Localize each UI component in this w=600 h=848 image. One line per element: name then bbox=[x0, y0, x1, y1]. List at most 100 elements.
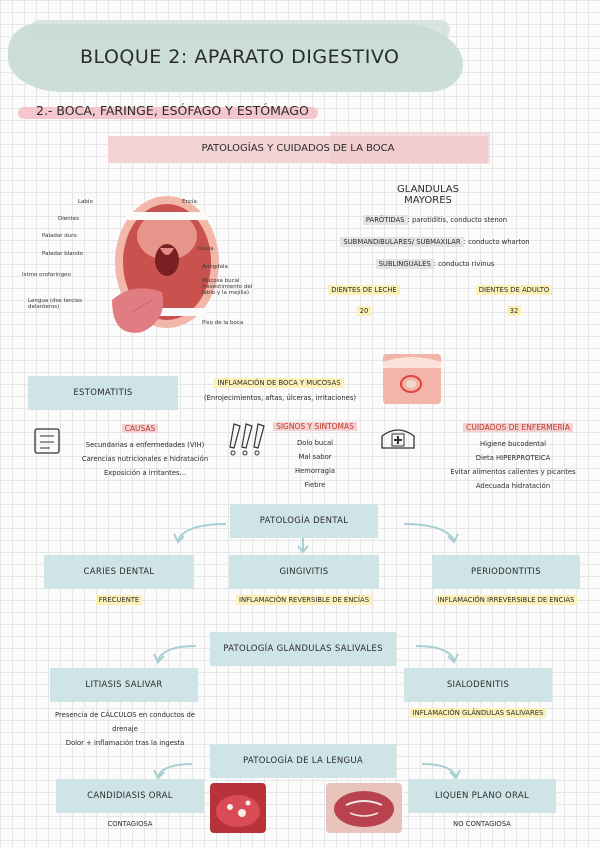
cuidado-item: Adecuada hidratación bbox=[475, 482, 551, 490]
dientes-adulto-value: 32 bbox=[502, 306, 526, 316]
estomatitis-photo bbox=[383, 354, 441, 404]
notebook-icon bbox=[34, 428, 60, 454]
litiasis-box: LITIASIS SALIVAR bbox=[50, 668, 198, 702]
glandula-sublinguales-name: SUBLINGUALES bbox=[375, 259, 434, 269]
estomatitis-box: ESTOMATITIS bbox=[28, 376, 178, 410]
caries-box: CARIES DENTAL bbox=[44, 555, 194, 589]
curved-arrow-icon bbox=[153, 763, 193, 780]
causas-title-text: CAUSAS bbox=[121, 424, 159, 433]
label-istmo: Istmo orofaringeo bbox=[22, 272, 71, 278]
dental-box: PATOLOGÍA DENTAL bbox=[230, 504, 378, 538]
curved-arrow-icon bbox=[173, 523, 227, 544]
sialodenitis-note-text: INFLAMACIÓN GLÁNDULAS SALIVARES bbox=[409, 708, 547, 718]
gingivitis-note: INFLAMACIÓN REVERSIBLE DE ENCÍAS bbox=[212, 595, 396, 605]
signos-title-text: SIGNOS Y SINTOMAS bbox=[273, 422, 357, 431]
label-encia: Encía bbox=[182, 199, 197, 205]
glandula-submandibulares-desc: : conducto wharton bbox=[463, 238, 530, 246]
sialodenitis-note: INFLAMACIÓN GLÁNDULAS SALIVARES bbox=[390, 708, 566, 718]
glandulas-heading: GLANDULAS MAYORES bbox=[397, 184, 459, 206]
litiasis-notes: Presencia de CÁLCULOS en conductos de dr… bbox=[40, 708, 210, 750]
periodontitis-note: INFLAMACIÓN IRREVERSIBLE DE ENCIAS bbox=[414, 595, 598, 605]
label-paladar-duro: Paladar duro bbox=[42, 233, 77, 239]
signo-item: Fiebre bbox=[304, 481, 326, 489]
litiasis-note: Presencia de CÁLCULOS en conductos de bbox=[55, 711, 195, 719]
exclamation-icon bbox=[229, 423, 265, 456]
cuidado-item: Dieta HIPERPROTEICA bbox=[475, 454, 551, 462]
causas-title: CAUSAS bbox=[100, 424, 180, 433]
estomatitis-def-title: INFLAMACIÓN DE BOCA Y MUCOSAS bbox=[214, 378, 344, 388]
label-piso: Piso de la boca bbox=[202, 320, 244, 326]
periodontitis-box: PERIODONTITIS bbox=[432, 555, 580, 589]
glandula-submandibulares: SUBMANDIBULARES/ SUBMAXILAR: conducto wh… bbox=[300, 237, 570, 247]
causa-item: Carencias nutricionales e hidratación bbox=[81, 455, 209, 463]
caries-note-text: FRECUENTE bbox=[95, 595, 143, 605]
section-title-mouth: PATOLOGÍAS Y CUIDADOS DE LA BOCA bbox=[201, 143, 395, 154]
page-subtitle: 2.- BOCA, FARINGE, ESÓFAGO Y ESTÓMAGO bbox=[36, 103, 309, 118]
mouth-illustration bbox=[112, 196, 219, 333]
cuidado-item: Evitar alimentos calientes y picantes bbox=[450, 468, 576, 476]
dientes-leche-value: 20 bbox=[352, 306, 376, 316]
liquen-note: NO CONTAGIOSA bbox=[453, 820, 511, 828]
sialodenitis-box: SIALODENITIS bbox=[404, 668, 552, 702]
dientes-leche-text: DIENTES DE LECHE bbox=[328, 285, 400, 295]
glandula-parotidas-name: PARÓTIDAS bbox=[362, 215, 408, 225]
candidiasis-image bbox=[210, 783, 266, 833]
candidiasis-photo bbox=[210, 783, 266, 833]
dientes-leche-label: DIENTES DE LECHE bbox=[316, 285, 412, 295]
label-paladar-blando: Paladar blando bbox=[42, 251, 83, 257]
dientes-leche-number: 20 bbox=[356, 306, 372, 316]
caries-note: FRECUENTE bbox=[44, 595, 194, 605]
liquen-photo bbox=[326, 783, 402, 833]
causas-list: Secundarias a enfermedades (VIH) Carenci… bbox=[40, 438, 250, 480]
signo-item: Hemorragia bbox=[294, 467, 336, 475]
signo-item: Dolo bucal bbox=[296, 439, 333, 447]
causa-item: Secundarias a enfermedades (VIH) bbox=[85, 441, 205, 449]
lip-ulcer-image bbox=[383, 354, 441, 404]
label-mucosa: Mucosa bucal (revestimiento del labio y … bbox=[202, 278, 253, 296]
dientes-adulto-label: DIENTES DE ADULTO bbox=[462, 285, 566, 295]
curved-arrow-icon bbox=[415, 645, 459, 664]
litiasis-note: Dolor + inflamación tras la ingesta bbox=[65, 739, 185, 747]
label-uvula: Úvula bbox=[198, 246, 214, 252]
mouth-anatomy-diagram: Labio Encía Dientes Paladar duro Paladar… bbox=[22, 190, 262, 350]
glandula-submandibulares-name: SUBMANDIBULARES/ SUBMAXILAR bbox=[340, 237, 464, 247]
glandula-parotidas-desc: : parotiditis, conducto stenon bbox=[407, 216, 508, 224]
curved-arrow-icon bbox=[403, 523, 459, 544]
litiasis-note: drenaje bbox=[112, 725, 138, 733]
cuidados-title: CUIDADOS DE ENFERMERÍA bbox=[440, 423, 596, 432]
salivales-box: PATOLOGÍA GLÁNDULAS SALIVALES bbox=[210, 632, 396, 666]
signos-list: Dolo bucal Mal sabor Hemorragia Fiebre bbox=[262, 436, 368, 492]
estomatitis-def-sub: (Enrojecimientos, aftas, úlceras, irrita… bbox=[203, 394, 357, 402]
signo-item: Mal sabor bbox=[298, 453, 332, 461]
liquen-box: LIQUEN PLANO ORAL bbox=[408, 779, 556, 813]
glandula-parotidas: PARÓTIDAS: parotiditis, conducto stenon bbox=[300, 215, 570, 225]
estomatitis-definition: INFLAMACIÓN DE BOCA Y MUCOSAS bbox=[184, 378, 374, 388]
dientes-adulto-text: DIENTES DE ADULTO bbox=[475, 285, 553, 295]
label-dientes: Dientes bbox=[58, 216, 80, 222]
label-labio: Labio bbox=[78, 199, 93, 205]
candidiasis-box: CANDIDIASIS ORAL bbox=[56, 779, 204, 813]
title-brush-top bbox=[30, 20, 450, 40]
label-amigdalas: Amígdala bbox=[202, 264, 228, 270]
glandula-sublinguales-desc: : conducto rivinus bbox=[433, 260, 495, 268]
curved-arrow-icon bbox=[421, 763, 461, 780]
cuidado-item: Higiene bucodental bbox=[479, 440, 547, 448]
cuidados-list: Higiene bucodental Dieta HIPERPROTEICA E… bbox=[428, 437, 598, 493]
section-band-accent bbox=[330, 132, 490, 164]
gingivitis-box: GINGIVITIS bbox=[229, 555, 379, 589]
liquen-image bbox=[326, 783, 402, 833]
glandula-sublinguales: SUBLINGUALES: conducto rivinus bbox=[300, 259, 570, 269]
down-arrow-icon bbox=[297, 538, 309, 554]
nurse-cap-icon bbox=[381, 429, 415, 449]
lengua-box: PATOLOGÍA DE LA LENGUA bbox=[210, 744, 396, 778]
cuidados-title-text: CUIDADOS DE ENFERMERÍA bbox=[463, 423, 573, 432]
signos-title: SIGNOS Y SINTOMAS bbox=[262, 422, 368, 431]
periodontitis-note-text: INFLAMACIÓN IRREVERSIBLE DE ENCIAS bbox=[434, 595, 578, 605]
causa-item: Exposición a irritantes... bbox=[103, 469, 187, 477]
candidiasis-note: CONTAGIOSA bbox=[107, 820, 153, 828]
dientes-adulto-number: 32 bbox=[506, 306, 522, 316]
gingivitis-note-text: INFLAMACIÓN REVERSIBLE DE ENCÍAS bbox=[235, 595, 373, 605]
label-lengua: Lengua (dos tercios delanteros) bbox=[28, 298, 83, 310]
curved-arrow-icon bbox=[153, 645, 197, 664]
subtitle-highlight bbox=[18, 107, 318, 119]
